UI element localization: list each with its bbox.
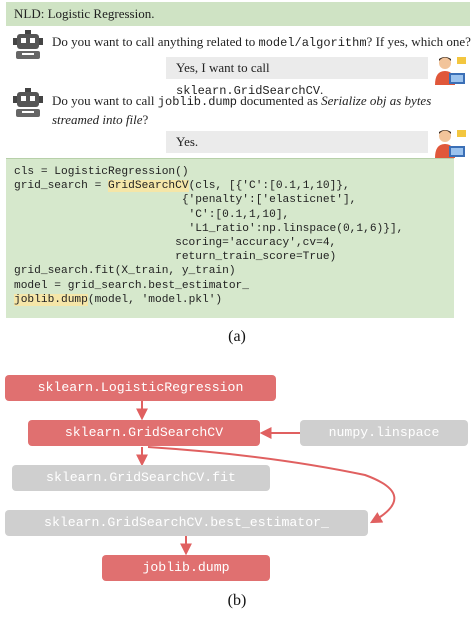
caption-b: (b): [227, 592, 247, 609]
question-1: Do you want to call anything related to …: [52, 34, 471, 50]
node-joblib-dump: joblib.dump: [102, 555, 270, 581]
robot-icon: [13, 88, 43, 117]
node-numpy-linspace: numpy.linspace: [300, 420, 468, 446]
code-block: cls = LogisticRegression() grid_search =…: [6, 158, 454, 318]
code-line: joblib.dump(model, 'model.pkl'): [14, 293, 223, 306]
user-icon: [435, 57, 466, 85]
code-line: 'C':[0.1,1,10],: [14, 208, 290, 221]
highlighted-api: GridSearchCV: [108, 180, 189, 193]
code-line: return_train_score=True): [14, 251, 337, 264]
code-line: cls = LogisticRegression(): [14, 166, 189, 178]
question-2: Do you want to call joblib.dump document…: [52, 93, 432, 127]
caption-a: (a): [228, 328, 246, 345]
answer-2-bubble: Yes.: [166, 131, 428, 153]
node-gridsearchcv-fit: sklearn.GridSearchCV.fit: [12, 465, 270, 491]
nld-header: NLD: Logistic Regression.: [6, 2, 470, 26]
dialogue-panel: NLD: Logistic Regression.: [6, 2, 470, 26]
code-line: {'penalty':['elasticnet'],: [14, 194, 357, 207]
code-line: grid_search = GridSearchCV(cls, [{'C':[0…: [14, 180, 350, 193]
edge-gridsearch-best: [147, 446, 396, 524]
highlighted-api: joblib.dump: [14, 293, 88, 306]
code-line: model = grid_search.best_estimator_: [14, 279, 249, 292]
code-line: scoring='accuracy',cv=4,: [14, 237, 337, 250]
node-gridsearchcv: sklearn.GridSearchCV: [28, 420, 260, 446]
user-icon: [435, 130, 466, 158]
code-line: 'L1_ratio':np.linspace(0,1,6)}],: [14, 222, 404, 235]
code-line: grid_search.fit(X_train, y_train): [14, 265, 236, 278]
node-best-estimator: sklearn.GridSearchCV.best_estimator_: [5, 510, 368, 536]
robot-icon: [13, 30, 43, 59]
node-logistic-regression: sklearn.LogisticRegression: [5, 375, 276, 401]
answer-1-bubble: Yes, I want to call sklearn.GridSearchCV…: [166, 57, 428, 98]
